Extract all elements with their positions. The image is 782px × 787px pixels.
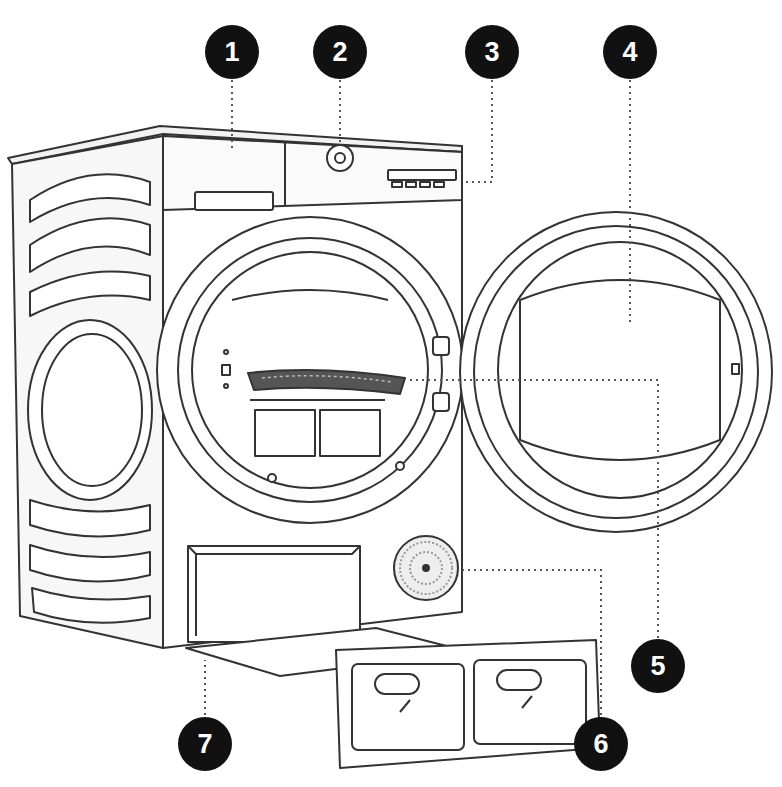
callout-circle: 2 [313,25,367,79]
callout-number: 6 [593,731,608,758]
callout-number: 1 [224,39,239,66]
callout-number: 3 [484,39,499,66]
callout-circle: 6 [574,717,628,771]
callout-circle: 7 [178,717,232,771]
callout-number: 4 [622,39,637,66]
callout-number: 7 [197,731,212,758]
callout-circle: 4 [603,25,657,79]
callout-number: 2 [332,39,347,66]
callout-circle: 5 [631,639,685,693]
callout-circle: 3 [465,25,519,79]
callout-number: 5 [650,653,665,680]
callout-circle: 1 [205,25,259,79]
leader-lines [205,80,658,715]
